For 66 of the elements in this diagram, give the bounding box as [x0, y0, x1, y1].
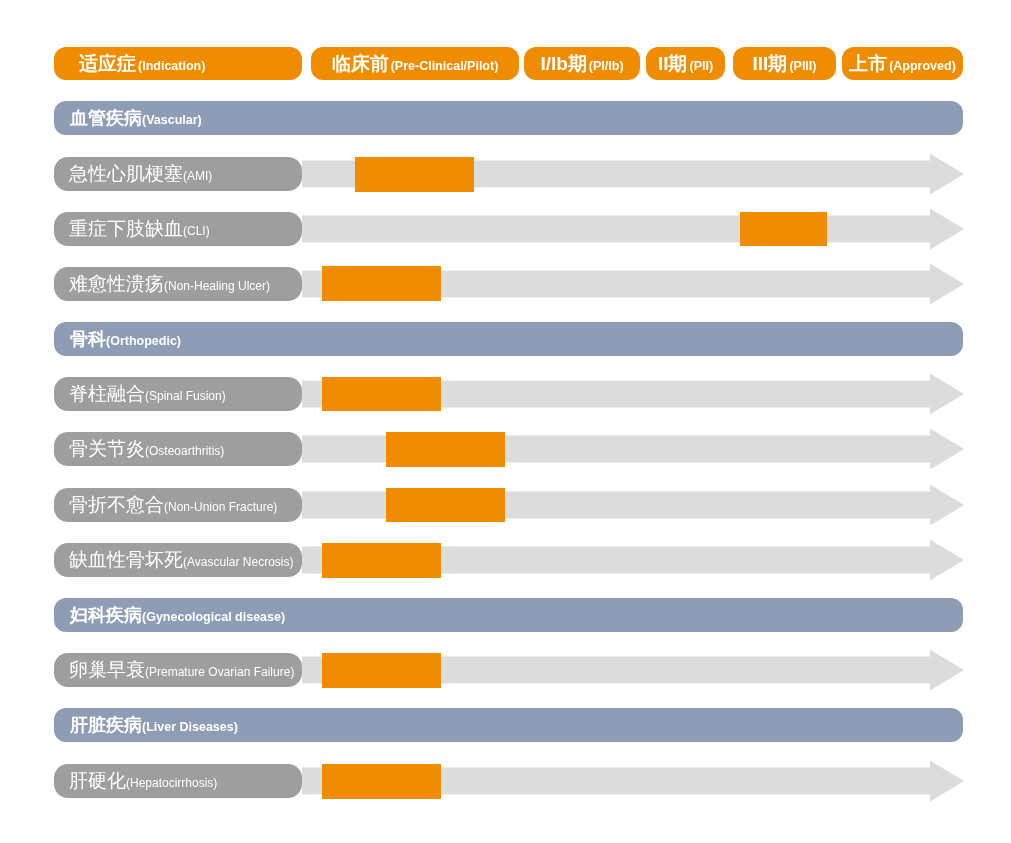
- indication-pill: [54, 764, 302, 798]
- indication-translation: (AMI): [183, 169, 213, 183]
- category-translation: (Vascular): [142, 113, 202, 127]
- indication-translation: (Premature Ovarian Failure): [145, 665, 295, 679]
- category-band: [54, 598, 963, 632]
- column-header: [524, 47, 640, 80]
- header-translation: (PIII): [789, 59, 817, 73]
- header-translation: (PII): [689, 59, 714, 73]
- indication-pill: [54, 377, 302, 411]
- progress-block: [322, 543, 441, 578]
- indication-translation: (Osteoarthritis): [145, 444, 225, 458]
- indication-name: 重症下肢缺血: [69, 218, 183, 239]
- indication-translation: (Non-Union Fracture): [164, 500, 278, 514]
- category-band: [54, 708, 963, 742]
- column-header: [311, 47, 519, 80]
- indication-name: 缺血性骨坏死: [69, 549, 183, 570]
- category-translation: (Orthopedic): [106, 334, 181, 348]
- column-header: [54, 47, 302, 80]
- indication-pill: [54, 157, 302, 191]
- indication-translation: (Non-Healing Ulcer): [164, 279, 271, 293]
- progress-block: [322, 377, 441, 411]
- progress-block: [322, 266, 441, 301]
- indication-translation: (Avascular Necrosis): [183, 555, 294, 569]
- category-band: [54, 101, 963, 135]
- header-translation: (PI/Ib): [588, 59, 624, 73]
- header-translation: (Approved): [889, 59, 956, 73]
- indication-pill: [54, 653, 302, 687]
- header-title: 上市: [849, 53, 888, 74]
- indication-translation: (Hepatocirrhosis): [126, 776, 218, 790]
- category-title: 血管疾病: [70, 108, 142, 128]
- header-title: III期: [752, 53, 788, 74]
- progress-block: [740, 212, 827, 246]
- progress-block: [355, 157, 474, 192]
- indication-name: 卵巢早衰: [69, 659, 145, 680]
- header-translation: (Pre-Clinical/Pilot): [390, 59, 499, 73]
- category-translation: (Liver Diseases): [142, 720, 238, 734]
- column-header: [646, 47, 725, 80]
- indication-name: 肝硬化: [69, 770, 126, 791]
- category-title: 骨科: [70, 329, 106, 349]
- header-title: II期: [657, 53, 688, 74]
- indication-pill: [54, 488, 302, 522]
- indication-pill: [54, 212, 302, 246]
- indication-pill: [54, 267, 302, 301]
- indication-translation: (Spinal Fusion): [145, 389, 226, 403]
- category-band: [54, 322, 963, 356]
- indication-translation: (CLI): [183, 224, 210, 238]
- progress-block: [386, 488, 505, 522]
- progress-block: [386, 432, 505, 467]
- indication-name: 骨折不愈合: [69, 494, 164, 515]
- indication-pill: [54, 432, 302, 466]
- indication-name: 难愈性溃疡: [69, 273, 164, 294]
- category-translation: (Gynecological disease): [142, 610, 286, 624]
- header-title: 临床前: [331, 53, 389, 74]
- category-title: 肝脏疾病: [70, 715, 142, 735]
- column-header: [733, 47, 836, 80]
- category-title: 妇科疾病: [70, 605, 142, 625]
- progress-block: [322, 764, 441, 799]
- indication-name: 骨关节炎: [69, 438, 145, 459]
- indication-pill: [54, 543, 302, 577]
- header-title: I/Ib期: [540, 53, 587, 74]
- indication-name: 急性心肌梗塞: [69, 163, 183, 184]
- indication-name: 脊柱融合: [69, 383, 145, 404]
- header-translation: (Indication): [138, 59, 206, 73]
- column-header: [842, 47, 963, 80]
- progress-block: [322, 653, 441, 688]
- header-title: 适应症: [79, 53, 136, 74]
